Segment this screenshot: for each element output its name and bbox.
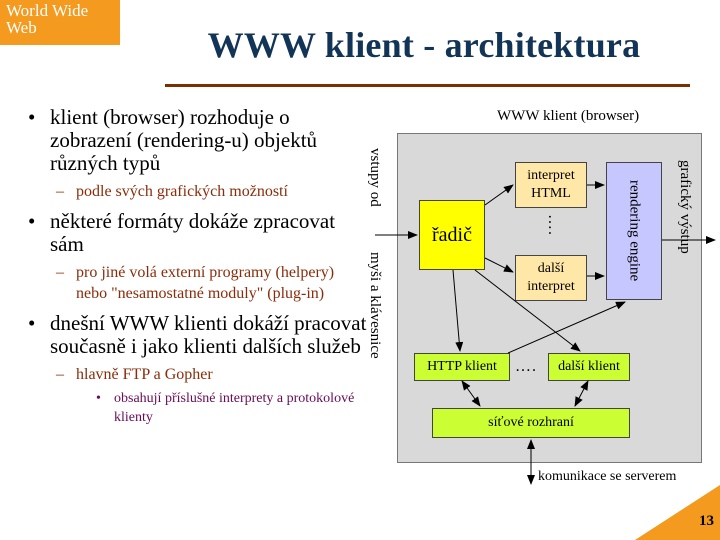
arrow-radic-to-http bbox=[452, 269, 464, 352]
bullet-1-sub: –podle svých grafických možností bbox=[56, 183, 288, 200]
bullet-2-sub-text: pro jiné volá externí programy (helpery)… bbox=[76, 264, 335, 302]
browser-label: WWW klient (browser) bbox=[497, 108, 640, 124]
interpreters-ellipsis: …. bbox=[545, 214, 562, 236]
rendering-engine-box: rendering engine bbox=[606, 162, 662, 300]
bullet-1-sub-text: podle svých grafických možností bbox=[76, 183, 288, 200]
arrow-to-interpret-html bbox=[484, 184, 514, 206]
bullet-list: klient (browser) rozhoduje o zobrazení (… bbox=[28, 106, 368, 427]
dalsi-interpret-box: další interpret bbox=[515, 255, 587, 301]
bullet-3-sub: –hlavně FTP a Gopher bbox=[56, 366, 213, 383]
bullet-3-sub-text: hlavně FTP a Gopher bbox=[76, 366, 213, 383]
input-label-1: vstupy od bbox=[367, 148, 383, 207]
arrow-http-to-network bbox=[461, 380, 481, 407]
corner-line-2: Web bbox=[6, 18, 37, 37]
page-title: WWW klient - architektura bbox=[207, 25, 641, 65]
arrow-http-to-render bbox=[507, 301, 626, 354]
bullet-3: dnešní WWW klienti dokáží pracovat souča… bbox=[28, 312, 368, 358]
arrow-radic-to-dalsi-klient bbox=[474, 269, 581, 352]
title-divider bbox=[165, 84, 690, 87]
corner-badge: World Wide Web bbox=[0, 0, 120, 45]
http-klient-box: HTTP klient bbox=[414, 353, 510, 381]
dalsi-klient-box: další klient bbox=[548, 353, 630, 381]
page-corner-triangle bbox=[635, 485, 720, 540]
output-label: grafický výstup bbox=[677, 160, 693, 254]
bullet-2-sub: –pro jiné volá externí programy (helpery… bbox=[56, 264, 335, 302]
sitove-rozhrani-box: síťové rozhraní bbox=[432, 408, 630, 438]
bullet-1: klient (browser) rozhoduje o zobrazení (… bbox=[28, 106, 368, 175]
arrow-dalsi-klient-to-network bbox=[574, 380, 589, 407]
bullet-3-subsub-text: obsahují příslušné interprety a protokol… bbox=[114, 391, 355, 425]
page-number: 13 bbox=[699, 513, 714, 529]
input-label-2: myši a klávesnice bbox=[367, 252, 383, 359]
clients-ellipsis: …. bbox=[515, 358, 537, 375]
bullet-2: některé formáty dokáže zpracovat sám bbox=[28, 210, 368, 256]
arrow-to-dalsi-interpret bbox=[484, 257, 514, 273]
interpret-html-box: interpret HTML bbox=[515, 162, 587, 208]
radic-box: řadič bbox=[419, 200, 485, 270]
corner-line-1: World Wide bbox=[6, 1, 89, 20]
bullet-3-subsub: •obsahují příslušné interprety a protoko… bbox=[96, 391, 355, 425]
rendering-engine-label: rendering engine bbox=[626, 180, 643, 282]
komunikace-label: komunikace se serverem bbox=[538, 469, 677, 484]
